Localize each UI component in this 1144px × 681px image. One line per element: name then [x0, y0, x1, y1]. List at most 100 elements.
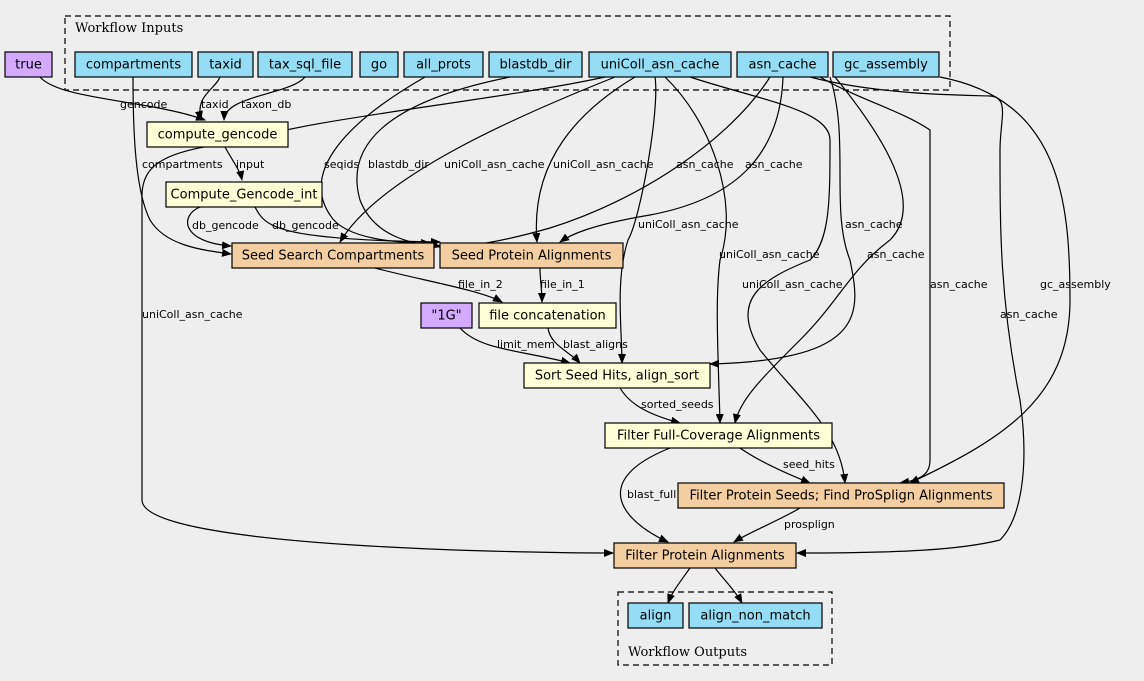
edge-sorted-seeds	[619, 387, 681, 425]
node-1g[interactable]: "1G"	[420, 302, 473, 329]
svg-text:Filter Full-Coverage Alignment: Filter Full-Coverage Alignments	[617, 429, 820, 444]
edge-gc-assembly	[909, 76, 1071, 484]
workflow-outputs-label: Workflow Outputs	[628, 645, 747, 660]
svg-text:go: go	[371, 58, 387, 73]
edge-label-unicoll-sort: uniColl_asn_cache	[638, 218, 739, 231]
svg-text:"1G": "1G"	[431, 309, 461, 324]
node-align-non-match[interactable]: align_non_match	[688, 602, 823, 629]
edge-asn-seed-protein	[559, 76, 784, 243]
svg-text:Compute_Gencode_int: Compute_Gencode_int	[171, 188, 318, 203]
edge-unicoll-filter-protein	[141, 76, 614, 557]
node-go[interactable]: go	[359, 51, 399, 78]
node-seed-search-compartments[interactable]: Seed Search Compartments	[231, 242, 435, 269]
node-seed-protein-alignments[interactable]: Seed Protein Alignments	[439, 242, 624, 269]
svg-text:asn_cache: asn_cache	[749, 58, 817, 73]
edge-label-taxon-db: taxon_db	[241, 98, 291, 111]
node-filter-protein-seeds[interactable]: Filter Protein Seeds; Find ProSplign Ali…	[677, 482, 1005, 509]
svg-text:blastdb_dir: blastdb_dir	[500, 58, 573, 73]
node-compartments[interactable]: compartments	[74, 51, 193, 78]
workflow-inputs-cluster: Workflow Inputs	[64, 15, 951, 91]
svg-text:all_prots: all_prots	[416, 58, 471, 73]
svg-text:Sort Seed Hits, align_sort: Sort Seed Hits, align_sort	[535, 369, 699, 384]
edge-label-asn-seed-search: asn_cache	[676, 158, 734, 171]
edge-taxon-db	[220, 76, 306, 121]
svg-text:true: true	[15, 58, 42, 73]
workflow-outputs-cluster: Workflow Outputs	[617, 591, 833, 666]
edge-label-asn-sort: asn_cache	[845, 218, 903, 231]
edge-gencode	[39, 76, 206, 121]
edge-label-asn-seed-protein: asn_cache	[745, 158, 803, 171]
svg-text:compartments: compartments	[86, 58, 181, 73]
node-blastdb-dir[interactable]: blastdb_dir	[488, 51, 583, 78]
node-compute-gencode[interactable]: compute_gencode	[146, 121, 289, 148]
edge-unicoll-seed-protein	[532, 76, 636, 243]
edge-label-asn-filter-protein: asn_cache	[1000, 308, 1058, 321]
edge-file-in-1	[537, 267, 546, 303]
node-tax-sql-file[interactable]: tax_sql_file	[257, 51, 353, 78]
edge-unicoll-filter-full	[664, 76, 727, 424]
node-all-prots[interactable]: all_prots	[403, 51, 484, 78]
svg-text:Seed Protein Alignments: Seed Protein Alignments	[452, 249, 612, 264]
node-sort-seed-hits[interactable]: Sort Seed Hits, align_sort	[523, 362, 711, 389]
edge-taxid	[195, 76, 221, 121]
node-filter-full-coverage[interactable]: Filter Full-Coverage Alignments	[604, 422, 833, 449]
edge-label-taxid: taxid	[201, 98, 229, 111]
svg-text:uniColl_asn_cache: uniColl_asn_cache	[601, 58, 720, 73]
svg-text:Seed Search Compartments: Seed Search Compartments	[242, 249, 425, 264]
edge-unicoll-sort	[617, 76, 657, 364]
edge-unicoll-seed-search	[339, 76, 616, 243]
svg-text:taxid: taxid	[209, 58, 242, 73]
edge-label-prosplign: prosplign	[784, 518, 835, 531]
edge-label-input: input	[236, 158, 265, 171]
edge-label-unicoll-filter-seeds: uniColl_asn_cache	[742, 278, 843, 291]
edge-file-in-2	[374, 267, 503, 303]
edge-label-seqids: seqids	[324, 158, 360, 171]
edge-blastdb-dir	[356, 76, 511, 250]
svg-text:Filter Protein Alignments: Filter Protein Alignments	[625, 549, 785, 564]
svg-text:compute_gencode: compute_gencode	[158, 128, 278, 143]
edge-label-unicoll-filter-full: uniColl_asn_cache	[719, 248, 820, 261]
edge-label-file-in-2: file_in_2	[458, 278, 503, 291]
node-true[interactable]: true	[4, 51, 53, 78]
svg-text:file concatenation: file concatenation	[489, 309, 606, 324]
edge-label-gencode: gencode	[120, 98, 167, 111]
edge-blast-aligns	[547, 327, 581, 364]
svg-text:gc_assembly: gc_assembly	[844, 58, 928, 73]
workflow-inputs-label: Workflow Inputs	[75, 21, 183, 36]
edges: gencode taxid taxon_db input compartment…	[39, 76, 1111, 604]
edge-input	[224, 146, 245, 181]
edge-label-unicoll-seed-protein: uniColl_asn_cache	[553, 158, 654, 171]
node-taxid[interactable]: taxid	[197, 51, 254, 78]
edge-label-file-in-1: file_in_1	[540, 278, 585, 291]
svg-text:tax_sql_file: tax_sql_file	[269, 58, 341, 73]
edge-db-gencode-a	[186, 206, 232, 250]
edge-label-blast-aligns: blast_aligns	[563, 338, 628, 351]
edge-seed-hits	[739, 447, 811, 484]
node-asn-cache[interactable]: asn_cache	[736, 51, 829, 78]
node-compute-gencode-int[interactable]: Compute_Gencode_int	[165, 181, 323, 208]
edge-asn-filter-full	[733, 76, 904, 424]
edge-label-blastdb-dir: blastdb_dir	[368, 158, 429, 171]
node-align[interactable]: align	[627, 602, 684, 629]
nodes: true compartments taxid tax_sql_file go …	[4, 51, 1005, 629]
edge-limit-mem	[459, 327, 571, 365]
node-filter-protein-alignments[interactable]: Filter Protein Alignments	[613, 542, 797, 569]
edge-label-seed-hits: seed_hits	[783, 458, 835, 471]
edge-seqids	[320, 76, 431, 247]
node-gc-assembly[interactable]: gc_assembly	[832, 51, 940, 78]
edge-label-sorted-seeds: sorted_seeds	[641, 398, 714, 411]
edge-to-align	[667, 567, 691, 604]
node-unicoll-asn-cache[interactable]: uniColl_asn_cache	[588, 51, 732, 78]
edge-label-compartments: compartments	[142, 158, 223, 171]
svg-text:Filter Protein Seeds; Find Pro: Filter Protein Seeds; Find ProSplign Ali…	[690, 489, 993, 504]
edge-asn-filter-protein	[796, 76, 1025, 557]
edge-label-unicoll-seed-search: uniColl_asn_cache	[444, 158, 545, 171]
edge-label-db-gencode-a: db_gencode	[192, 219, 259, 232]
edge-to-align-non-match	[714, 567, 743, 604]
svg-text:align: align	[640, 609, 672, 624]
edge-unicoll-filter-seeds	[689, 76, 849, 484]
edge-blast-full	[619, 447, 671, 543]
node-file-concatenation[interactable]: file concatenation	[478, 302, 617, 329]
edge-prosplign	[733, 507, 801, 543]
